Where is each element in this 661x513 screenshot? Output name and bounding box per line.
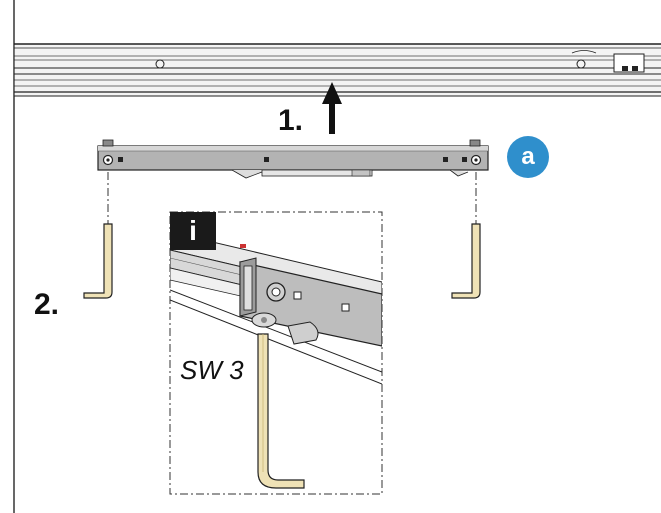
- mounting-bar: [97, 139, 489, 179]
- hex-key-icon: [83, 223, 113, 299]
- info-icon: i: [170, 212, 216, 250]
- ceiling-rail: [14, 43, 661, 97]
- step-2-label: 2.: [34, 288, 60, 321]
- detail-view: [170, 231, 382, 489]
- arrow-up-icon: [322, 82, 342, 134]
- step-1-label: 1.: [278, 104, 304, 137]
- variant-badge: a: [507, 136, 549, 178]
- hex-key-icon: [451, 223, 481, 299]
- tool-size-label: SW 3: [180, 355, 244, 385]
- guide-lines: [107, 172, 477, 495]
